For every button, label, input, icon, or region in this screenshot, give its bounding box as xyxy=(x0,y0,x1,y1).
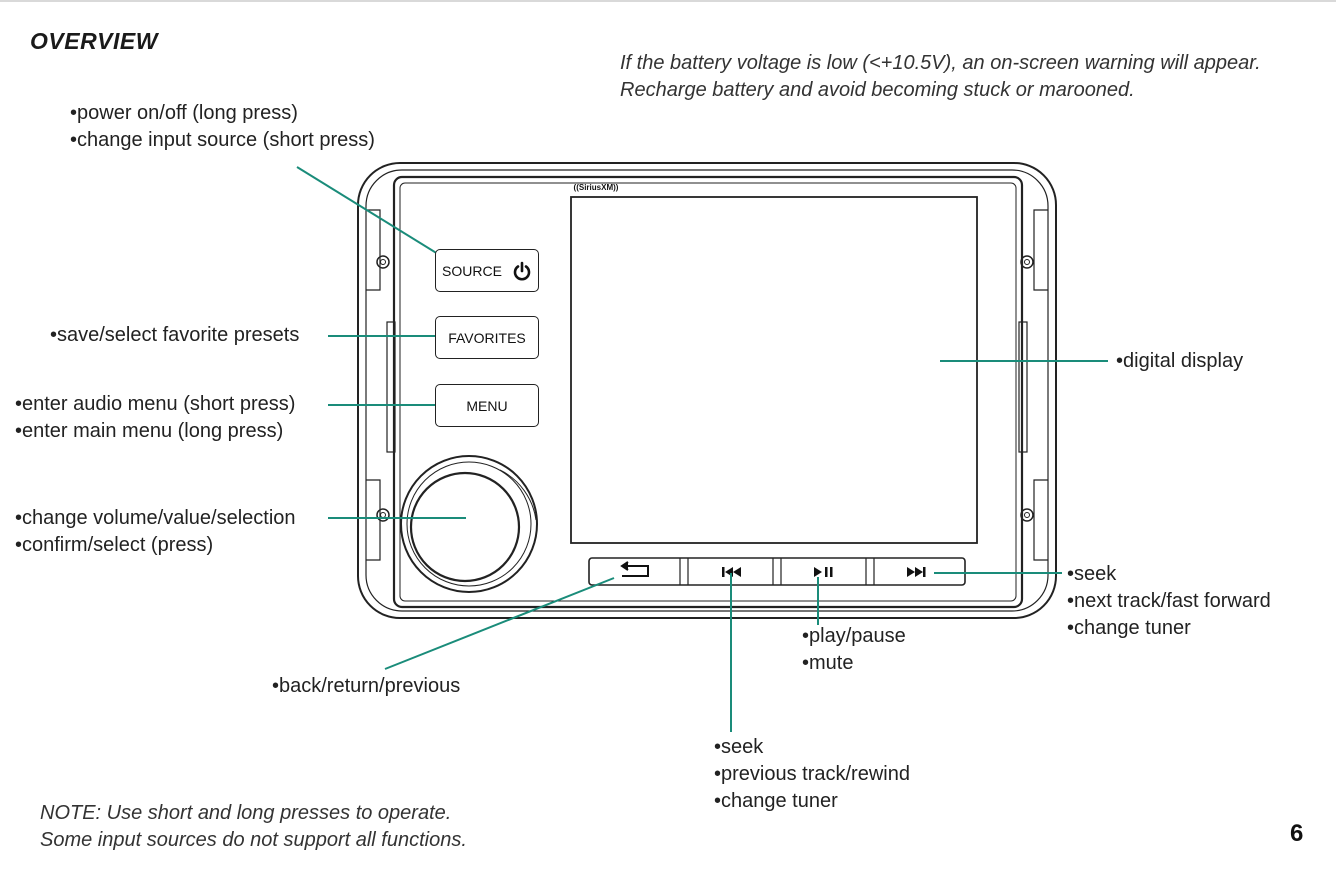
label-input-source: •change input source (short press) xyxy=(70,129,375,151)
play-pause-button[interactable] xyxy=(782,560,865,582)
note: NOTE: Use short and long presses to oper… xyxy=(40,800,467,854)
label-next-tuner: •change tuner xyxy=(1067,617,1191,639)
page-number: 6 xyxy=(1290,820,1304,847)
label-back: •back/return/previous xyxy=(272,675,461,697)
label-prev-track: •previous track/rewind xyxy=(714,763,910,785)
warning-line-1: If the battery voltage is low (<+10.5V),… xyxy=(620,52,1261,74)
next-track-icon xyxy=(907,567,926,577)
note-line-2: Some input sources do not support all fu… xyxy=(40,829,467,851)
menu-button-label: MENU xyxy=(466,397,508,414)
volume-knob-control[interactable] xyxy=(401,456,537,592)
page-title: OVERVIEW xyxy=(30,28,158,54)
leader-lines xyxy=(296,166,1108,732)
digital-display xyxy=(570,196,978,544)
power-icon xyxy=(513,261,531,280)
mount-hole-left-bottom xyxy=(376,508,390,522)
transport-strip xyxy=(588,557,966,586)
label-mute: •mute xyxy=(802,652,854,674)
leader-back xyxy=(384,577,615,670)
label-power: •power on/off (long press) xyxy=(70,102,298,124)
device-outer-shell xyxy=(357,162,1057,619)
label-audio-menu: •enter audio menu (short press) xyxy=(15,393,296,415)
battery-warning: If the battery voltage is low (<+10.5V),… xyxy=(620,50,1261,104)
label-prev-seek: •seek xyxy=(714,736,764,758)
previous-track-button[interactable] xyxy=(689,560,772,582)
label-volume: •change volume/value/selection xyxy=(15,507,296,529)
back-icon xyxy=(620,561,649,577)
top-rule xyxy=(0,0,1336,2)
back-button[interactable] xyxy=(590,560,679,582)
note-line-1: NOTE: Use short and long presses to oper… xyxy=(40,802,452,824)
label-display: •digital display xyxy=(1116,350,1244,372)
source-button-label: SOURCE xyxy=(442,262,502,279)
label-next-seek: •seek xyxy=(1067,563,1117,585)
favorites-button-label: FAVORITES xyxy=(448,329,526,346)
source-power-button[interactable]: SOURCE xyxy=(435,249,539,292)
next-track-button[interactable] xyxy=(875,560,964,582)
label-favorites: •save/select favorite presets xyxy=(50,324,300,346)
warning-line-2: Recharge battery and avoid becoming stuc… xyxy=(620,79,1135,101)
favorites-button[interactable]: FAVORITES xyxy=(435,316,539,359)
mount-hole-left-top xyxy=(376,255,390,269)
label-next-track: •next track/fast forward xyxy=(1067,590,1271,612)
label-main-menu: •enter main menu (long press) xyxy=(15,420,284,442)
play-pause-icon xyxy=(814,567,833,577)
menu-button[interactable]: MENU xyxy=(435,384,539,427)
label-confirm: •confirm/select (press) xyxy=(15,534,214,556)
volume-knob xyxy=(400,455,538,593)
faceplate xyxy=(392,175,1024,609)
label-prev-tuner: •change tuner xyxy=(714,790,838,812)
siriusxm-logo: ((SiriusXM)) xyxy=(574,183,619,192)
leader-source xyxy=(296,166,452,263)
label-play-pause: •play/pause xyxy=(802,625,906,647)
